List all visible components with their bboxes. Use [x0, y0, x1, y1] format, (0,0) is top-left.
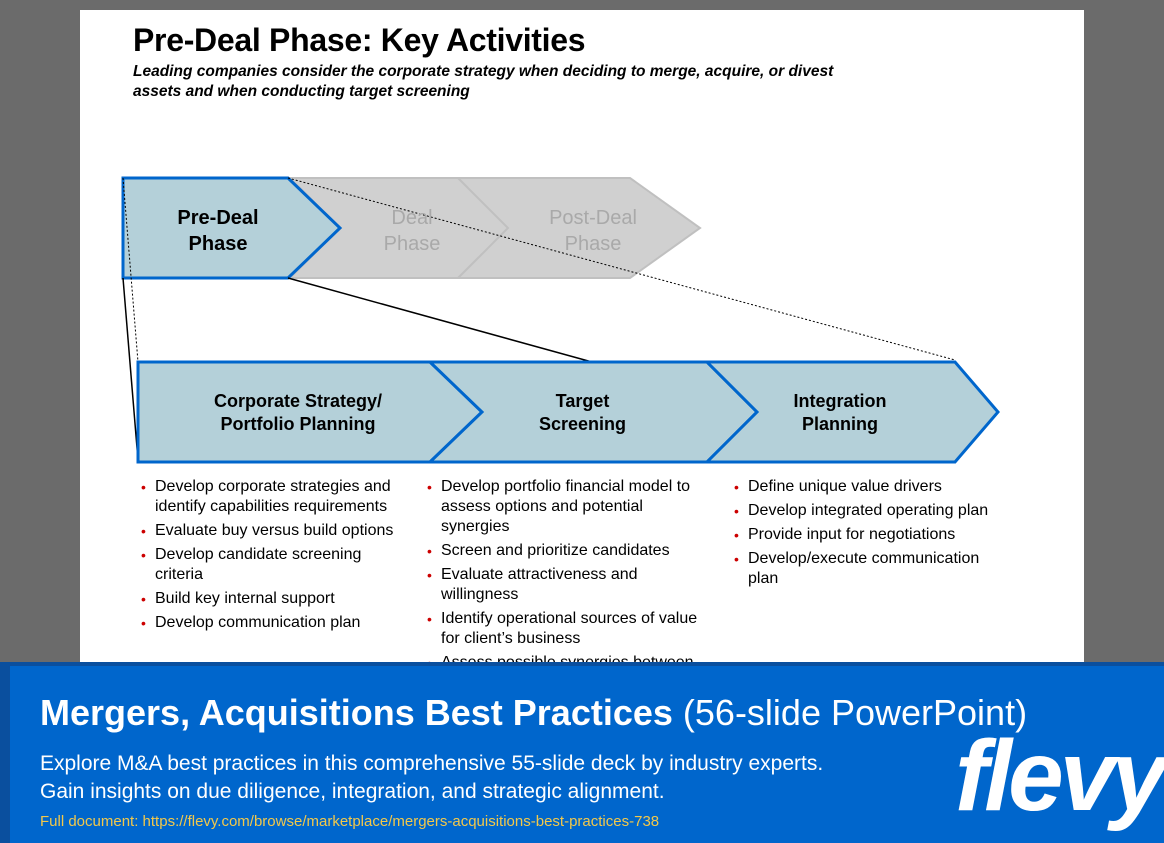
banner-description: Explore M&A best practices in this compr… [40, 752, 824, 803]
connector-line-dotted-right [287, 177, 956, 361]
full-document-link[interactable]: Full document: https://flevy.com/browse/… [40, 813, 660, 830]
list-item: Develop communication plan [139, 613, 409, 633]
list-item: Develop corporate strategies and identif… [139, 477, 409, 517]
activities-list-corporate-strategy: Develop corporate strategies and identif… [139, 477, 409, 637]
list-item: Evaluate attractiveness and willingness [425, 565, 705, 605]
step-label-integration-planning: Integration Planning [793, 391, 887, 434]
phase-label-post-deal: Post-Deal Phase [549, 207, 637, 255]
list-item: Provide input for negotiations [732, 525, 1002, 545]
connector-line-left [122, 277, 139, 461]
list-item: Identify operational sources of value fo… [425, 609, 705, 649]
step-label-corporate-strategy: Corporate Strategy/ Portfolio Planning [213, 391, 383, 434]
list-item: Develop portfolio financial model to ass… [425, 477, 705, 537]
list-item: Define unique value drivers [732, 477, 1002, 497]
connector-line-solid [287, 277, 593, 363]
banner-title-bold: Mergers, Acquisitions Best Practices [40, 692, 673, 733]
pre-deal-phase-chevron [121, 176, 343, 280]
list-item: Develop integrated operating plan [732, 501, 1002, 521]
flevy-logo[interactable]: flevy [955, 720, 1164, 832]
step-chevron-integration-planning [703, 360, 1000, 464]
promo-banner: Mergers, Acquisitions Best Practices (56… [0, 662, 1164, 843]
banner-title-rest: (56-slide PowerPoint) [672, 692, 1028, 733]
slide: Pre-Deal Phase: Key Activities Leading c… [80, 10, 1084, 662]
list-item: Evaluate buy versus build options [139, 521, 409, 541]
phase-diagram [121, 176, 1000, 464]
list-item: Develop/execute communication plan [732, 549, 1002, 589]
banner-title: Mergers, Acquisitions Best Practices (56… [40, 692, 1027, 734]
activities-list-target-screening: Develop portfolio financial model to ass… [425, 477, 705, 662]
step-label-target-screening: Target Screening [538, 391, 627, 434]
list-item: Develop candidate screening criteria [139, 545, 409, 585]
banner-stripe [0, 666, 10, 843]
slide-subtitle: Leading companies consider the corporate… [133, 63, 834, 100]
phase-label-deal: Deal Phase [383, 207, 441, 255]
phase-label-pre-deal: Pre-Deal Phase [177, 207, 259, 255]
list-item: Assess possible synergies between [425, 653, 705, 662]
slide-title: Pre-Deal Phase: Key Activities [133, 22, 586, 58]
list-item: Build key internal support [139, 589, 409, 609]
activities-list-integration-planning: Define unique value drivers Develop inte… [732, 477, 1002, 593]
connector-line-dotted-top [122, 177, 139, 363]
list-item: Screen and prioritize candidates [425, 541, 705, 561]
